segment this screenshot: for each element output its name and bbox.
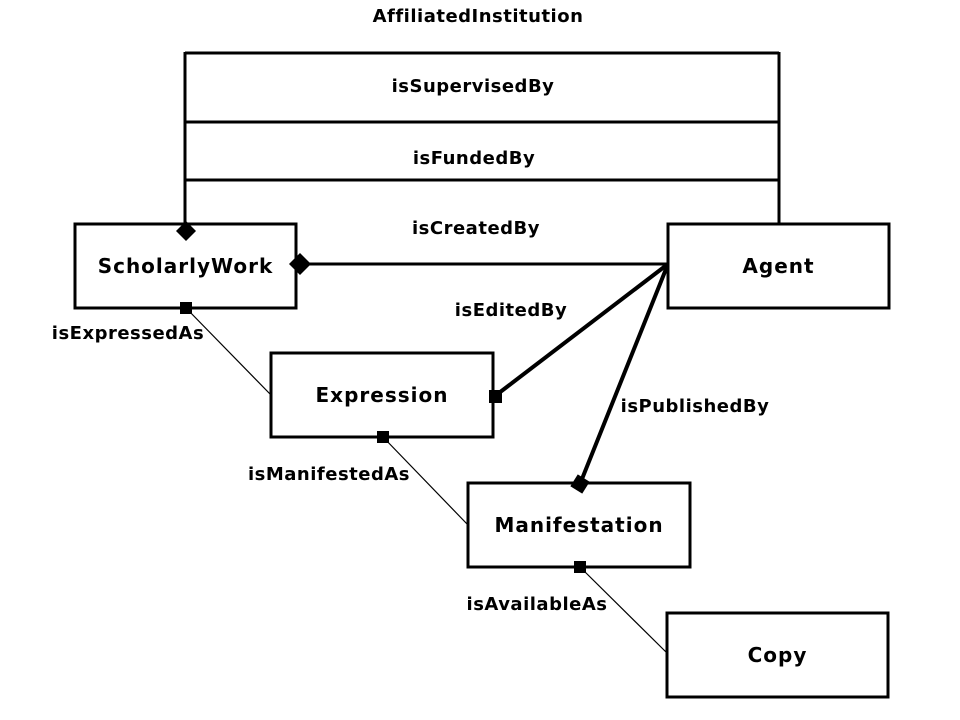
edge-is-expressed-as-line xyxy=(185,307,272,396)
edge-is-edited-by-line xyxy=(493,262,670,398)
square-marker-icon xyxy=(574,561,586,573)
diamond-marker-icon xyxy=(289,253,311,275)
square-marker-icon xyxy=(180,302,192,314)
edge-label-is-expressed-as: isExpressedAs xyxy=(51,323,205,344)
edge-label-is-published-by: isPublishedBy xyxy=(620,396,770,417)
edge-label-is-manifested-as: isManifestedAs xyxy=(247,464,411,485)
edge-is-manifested-as-line xyxy=(382,436,469,526)
node-box-expression xyxy=(269,351,495,439)
edge-is-published-by-line xyxy=(578,263,670,485)
node-box-copy xyxy=(665,611,890,699)
square-marker-icon xyxy=(570,474,590,494)
edge-is-available-as-line xyxy=(579,566,668,654)
node-box-manifestation xyxy=(466,481,692,569)
edge-label-is-available-as: isAvailableAs xyxy=(466,594,608,615)
edge-label-is-created-by: isCreatedBy xyxy=(412,218,540,239)
square-marker-icon xyxy=(377,431,389,443)
square-marker-icon xyxy=(489,390,502,403)
edge-label-affiliated-institution: AffiliatedInstitution xyxy=(372,6,584,27)
node-box-agent xyxy=(666,222,891,310)
edge-label-is-funded-by: isFundedBy xyxy=(412,148,536,169)
edge-label-is-edited-by: isEditedBy xyxy=(454,300,568,321)
diamond-marker-icon xyxy=(176,221,196,241)
edge-label-is-supervised-by: isSupervisedBy xyxy=(391,76,555,97)
